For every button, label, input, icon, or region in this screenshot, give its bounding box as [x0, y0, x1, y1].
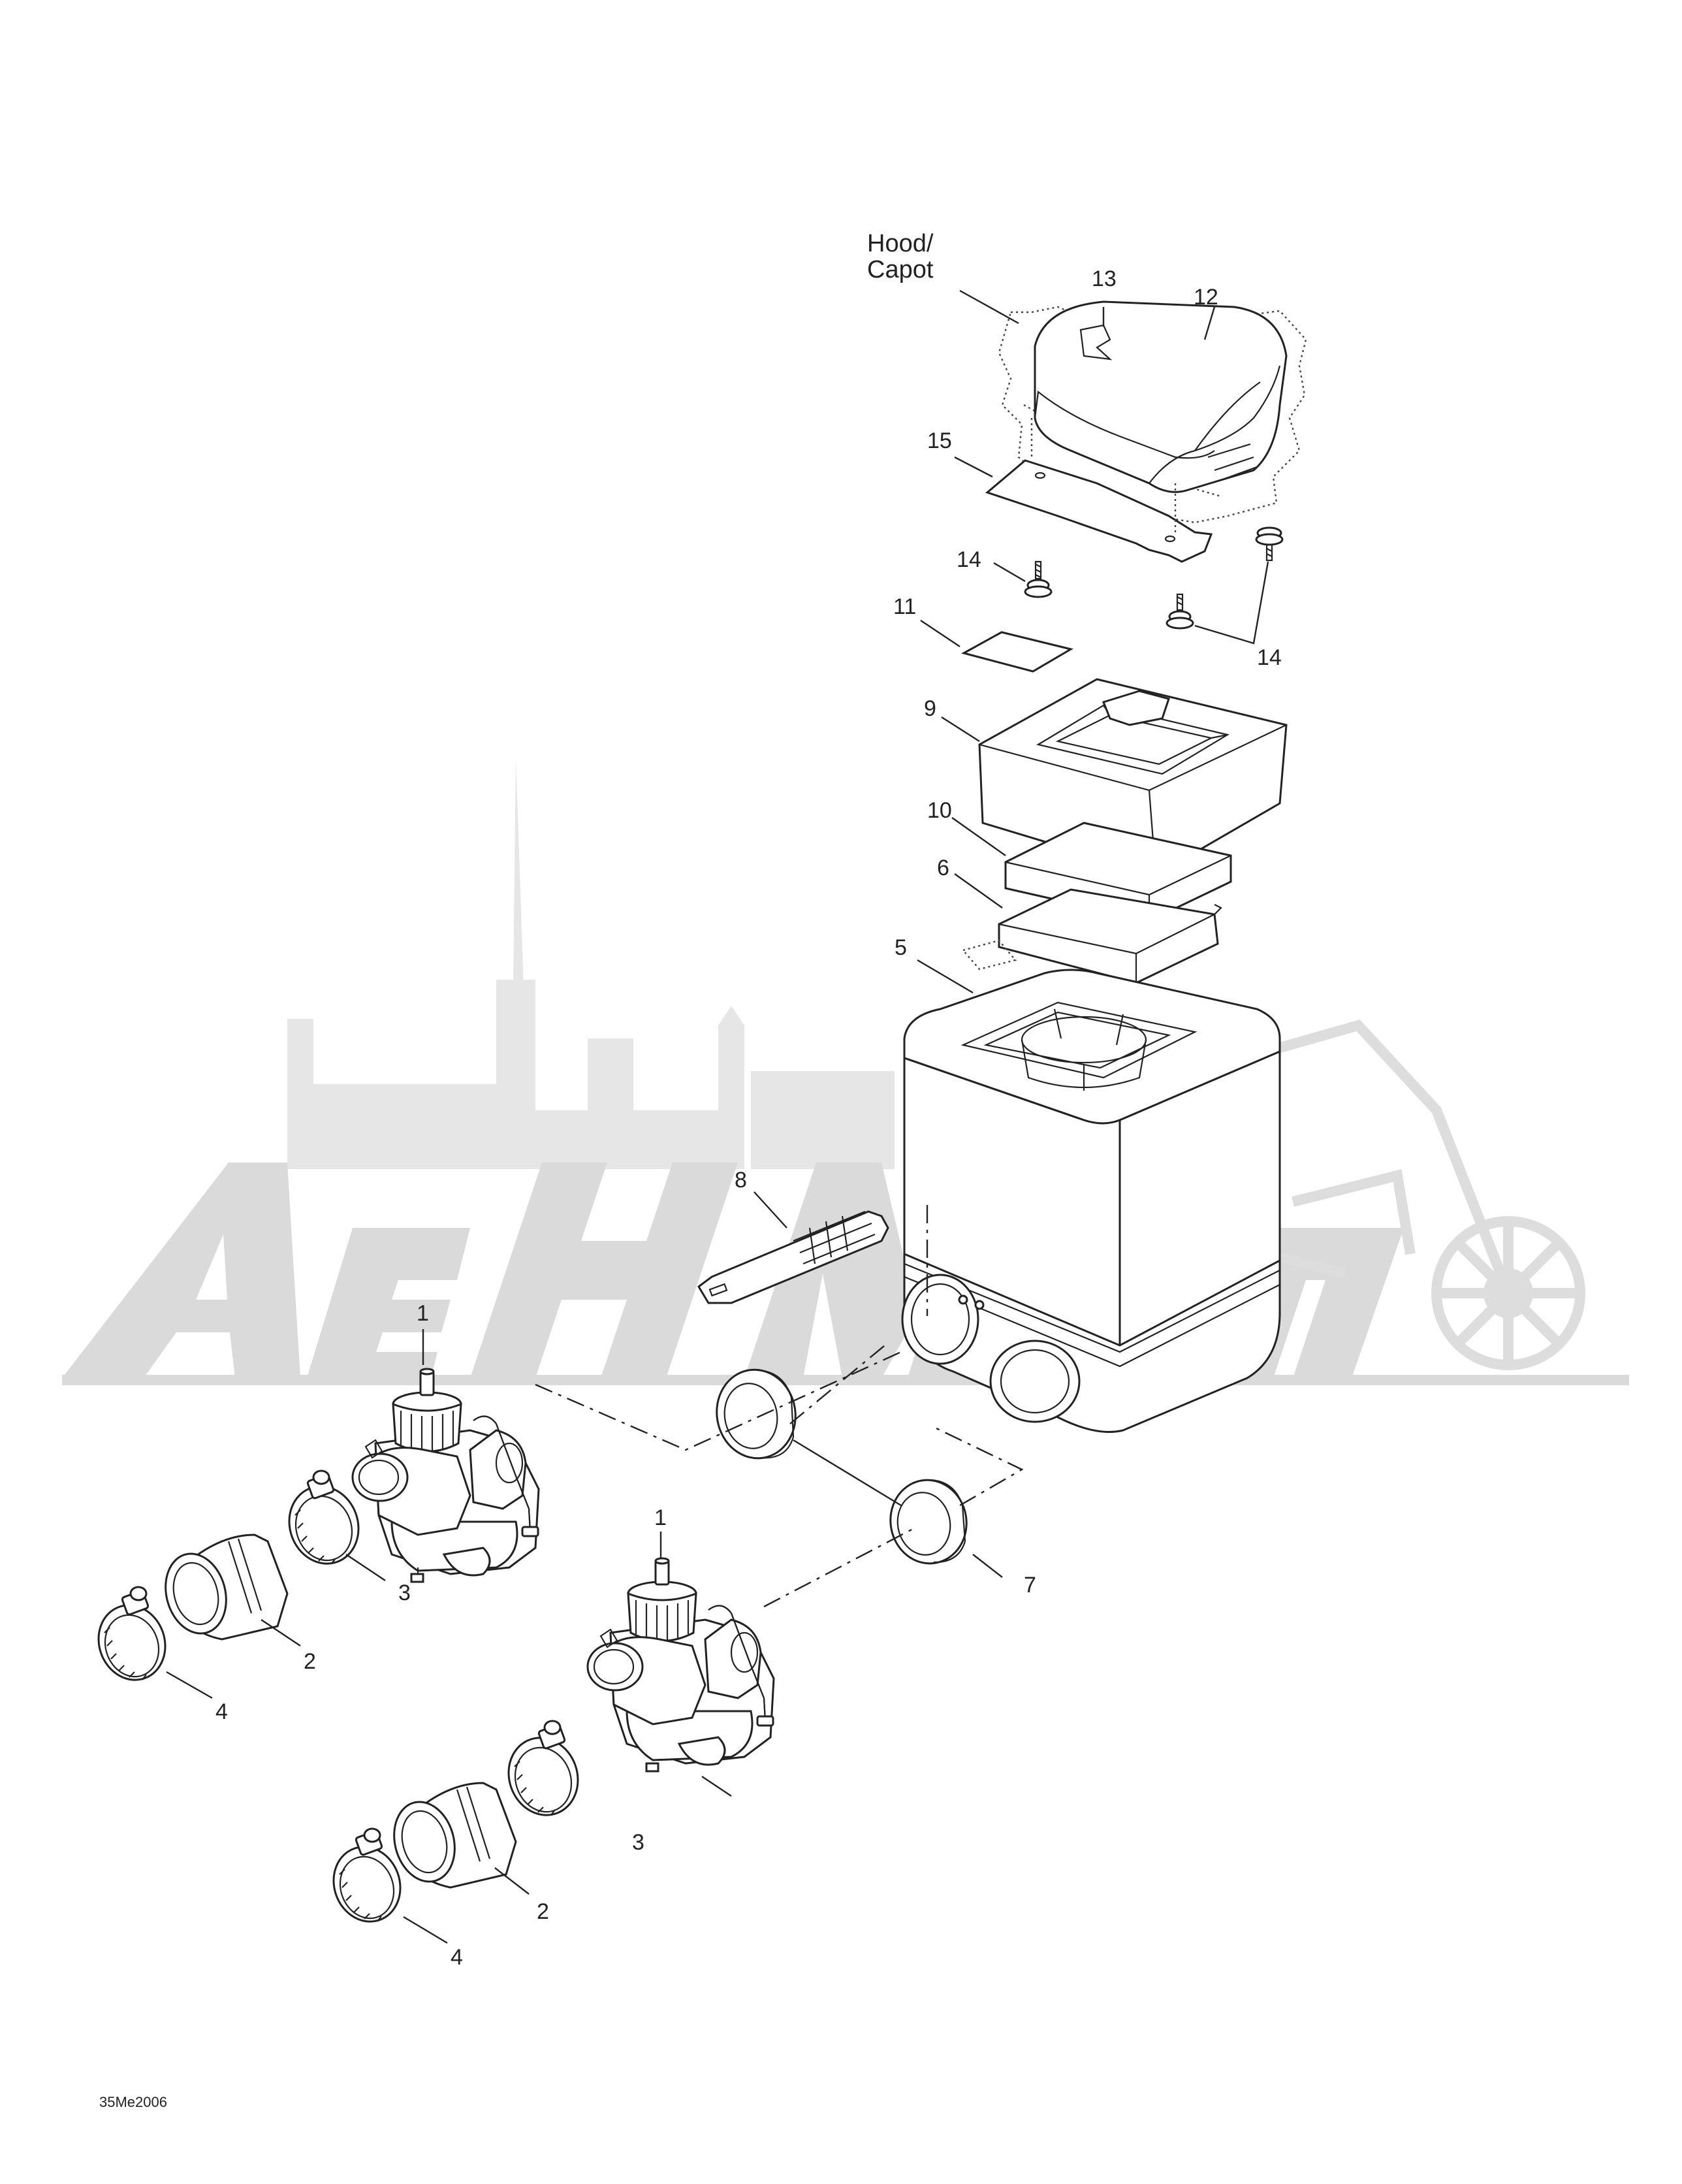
callout-10: 10 — [927, 798, 952, 823]
clamp-large-upper — [97, 1586, 167, 1681]
watermark-lettering — [62, 1163, 1629, 1385]
callout-2-upper: 2 — [304, 1649, 316, 1674]
watermark-logo — [62, 758, 1629, 1385]
leader-lines — [166, 289, 1269, 1944]
screen-plate — [961, 888, 1222, 984]
callout-2-lower: 2 — [537, 1899, 549, 1924]
hood-label-line2: Capot — [867, 256, 934, 283]
sleeve-lower — [393, 1782, 517, 1889]
callout-1-lower: 1 — [654, 1505, 667, 1530]
carburetor-lower — [586, 1557, 775, 1773]
screw-right — [1255, 526, 1284, 562]
callout-3-lower: 3 — [632, 1830, 644, 1855]
screw-left — [1024, 560, 1053, 598]
clamp-small-upper — [288, 1469, 360, 1565]
callout-8: 8 — [735, 1168, 747, 1193]
retaining-strap — [697, 1210, 889, 1304]
callout-12: 12 — [1194, 285, 1218, 310]
callout-labels: Hood/ Capot 13 12 15 14 14 11 9 10 6 5 8… — [99, 230, 1282, 2110]
decal — [960, 631, 1073, 673]
hood-outline — [998, 306, 1307, 524]
sleeve-upper — [165, 1534, 289, 1641]
callout-4-upper: 4 — [215, 1699, 228, 1724]
support-plate — [985, 418, 1213, 563]
clamp-large-lower — [332, 1827, 402, 1923]
callout-9: 9 — [924, 696, 936, 721]
watermark-skyline — [287, 758, 895, 1169]
foam-frame — [978, 678, 1288, 876]
screw-center — [1166, 593, 1194, 630]
assembly-lines — [535, 1205, 1024, 1608]
callout-4-lower: 4 — [451, 1945, 463, 1970]
silencer-box — [901, 969, 1281, 1433]
callout-13: 13 — [1092, 266, 1117, 291]
clamp-small-lower — [507, 1720, 579, 1816]
callout-11: 11 — [893, 594, 916, 619]
callout-7: 7 — [1024, 1573, 1036, 1598]
hood-label-line1: Hood/ — [867, 230, 934, 257]
callout-15: 15 — [927, 428, 952, 453]
callout-3-upper: 3 — [398, 1581, 411, 1605]
figure-code: 35Me2006 — [99, 2094, 167, 2110]
carburetor-upper — [351, 1368, 540, 1583]
callout-6: 6 — [937, 856, 949, 880]
callout-5: 5 — [895, 935, 907, 960]
callout-14-right: 14 — [1257, 645, 1282, 670]
adapter-ring-lower — [889, 1479, 968, 1565]
silencer-cover — [1034, 300, 1288, 493]
callout-14-left: 14 — [957, 547, 981, 572]
adapter-ring-upper — [716, 1368, 797, 1460]
callout-1-upper: 1 — [417, 1301, 429, 1326]
